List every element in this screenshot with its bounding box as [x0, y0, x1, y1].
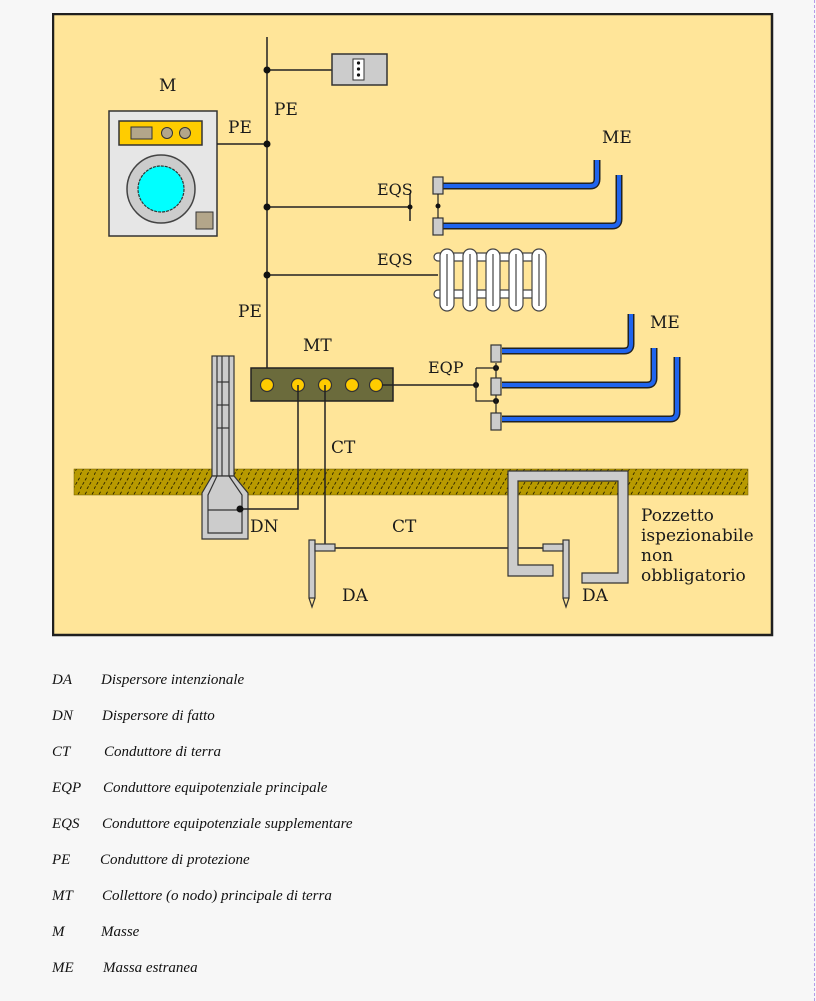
earth-rod-icon [542, 539, 570, 609]
socket-icon [331, 53, 388, 86]
junction-node [263, 203, 271, 211]
legend-abbr: EQP [52, 780, 82, 796]
earth-rod-icon [308, 539, 336, 609]
junction-node [263, 66, 271, 74]
legend-abbr: ME [52, 960, 74, 976]
legend-item: M Masse [52, 924, 353, 960]
legend-item: EQS Conduttore equipotenziale supplementa… [52, 816, 353, 852]
junction-node [263, 271, 271, 279]
pipe-clamp [490, 377, 502, 396]
label-da-right: DA [582, 586, 609, 606]
label-me-bottom: ME [650, 313, 680, 333]
label-eqs-pipes: EQS [377, 180, 413, 199]
legend-item: PE Conduttore di protezione [52, 852, 353, 888]
legend-desc: Massa estranea [103, 960, 198, 976]
radiator-icon [433, 248, 547, 312]
label-pe-mid: PE [238, 302, 262, 322]
earthing-system-diagram: M PE PE ME EQS EQS PE ME MT EQP CT DN CT… [52, 13, 774, 637]
label-pe-left: PE [228, 118, 252, 138]
metal-pipe-icon [442, 160, 601, 190]
legend-desc: Conduttore di terra [104, 744, 221, 760]
label-eqp: EQP [428, 358, 464, 377]
pipe-clamp [432, 176, 444, 195]
label-ct-horizontal: CT [392, 517, 417, 537]
label-dn: DN [250, 517, 279, 537]
metal-pipe-icon [502, 314, 635, 355]
label-ct-vertical: CT [331, 438, 356, 458]
legend-item: DN Dispersore di fatto [52, 708, 353, 744]
inspection-well-icon [507, 470, 629, 584]
metal-pipe-icon [442, 175, 623, 230]
legend-desc: Collettore (o nodo) principale di terra [102, 888, 332, 904]
pipe-clamp [490, 412, 502, 431]
legend-abbr: EQS [52, 816, 80, 832]
legend-desc: Dispersore intenzionale [101, 672, 245, 688]
junction-node [435, 203, 441, 209]
legend-item: MT Collettore (o nodo) principale di terr… [52, 888, 353, 924]
metal-pipe-icon [502, 348, 658, 389]
label-pe-top: PE [274, 100, 298, 120]
legend-item: EQP Conduttore equipotenziale principale [52, 780, 353, 816]
label-da-left: DA [342, 586, 369, 606]
foundation-pillar-icon [201, 355, 249, 540]
legend-abbr: M [52, 924, 65, 940]
junction-node [407, 204, 413, 210]
label-me-top: ME [602, 128, 632, 148]
legend-list: DA Dispersore intenzionale DN Dispersore d… [52, 672, 353, 996]
label-pozzetto-2: ispezionabile [641, 526, 754, 546]
pipe-clamp [432, 217, 444, 236]
legend-item: CT Conduttore di terra [52, 744, 353, 780]
legend-item: ME Massa estranea [52, 960, 353, 996]
label-masse: M [159, 76, 176, 96]
main-earthing-collector [250, 367, 394, 402]
legend-abbr: MT [52, 888, 73, 904]
eqp-split [475, 367, 496, 402]
legend-desc: Dispersore di fatto [102, 708, 215, 724]
label-pozzetto-1: Pozzetto [641, 506, 714, 526]
label-pozzetto-3: non [641, 546, 673, 566]
metal-pipe-icon [502, 357, 681, 423]
page-edge-guide [814, 0, 815, 1001]
legend-item: DA Dispersore intenzionale [52, 672, 353, 708]
legend-abbr: CT [52, 744, 71, 760]
legend-abbr: DA [52, 672, 72, 688]
legend-abbr: DN [52, 708, 73, 724]
label-mt: MT [303, 336, 332, 356]
legend-desc: Conduttore equipotenziale principale [103, 780, 328, 796]
ground-layer [73, 468, 749, 496]
legend-desc: Conduttore di protezione [100, 852, 250, 868]
legend-desc: Masse [101, 924, 140, 940]
junction-node [263, 140, 271, 148]
legend-abbr: PE [52, 852, 71, 868]
label-pozzetto-4: obbligatorio [641, 566, 746, 586]
dn-conductor [240, 385, 299, 510]
label-eqs-radiator: EQS [377, 250, 413, 269]
legend-desc: Conduttore equipotenziale supplementare [102, 816, 353, 832]
pipe-clamp [490, 344, 502, 363]
junction-node [236, 505, 244, 513]
washing-machine-icon [108, 110, 218, 237]
